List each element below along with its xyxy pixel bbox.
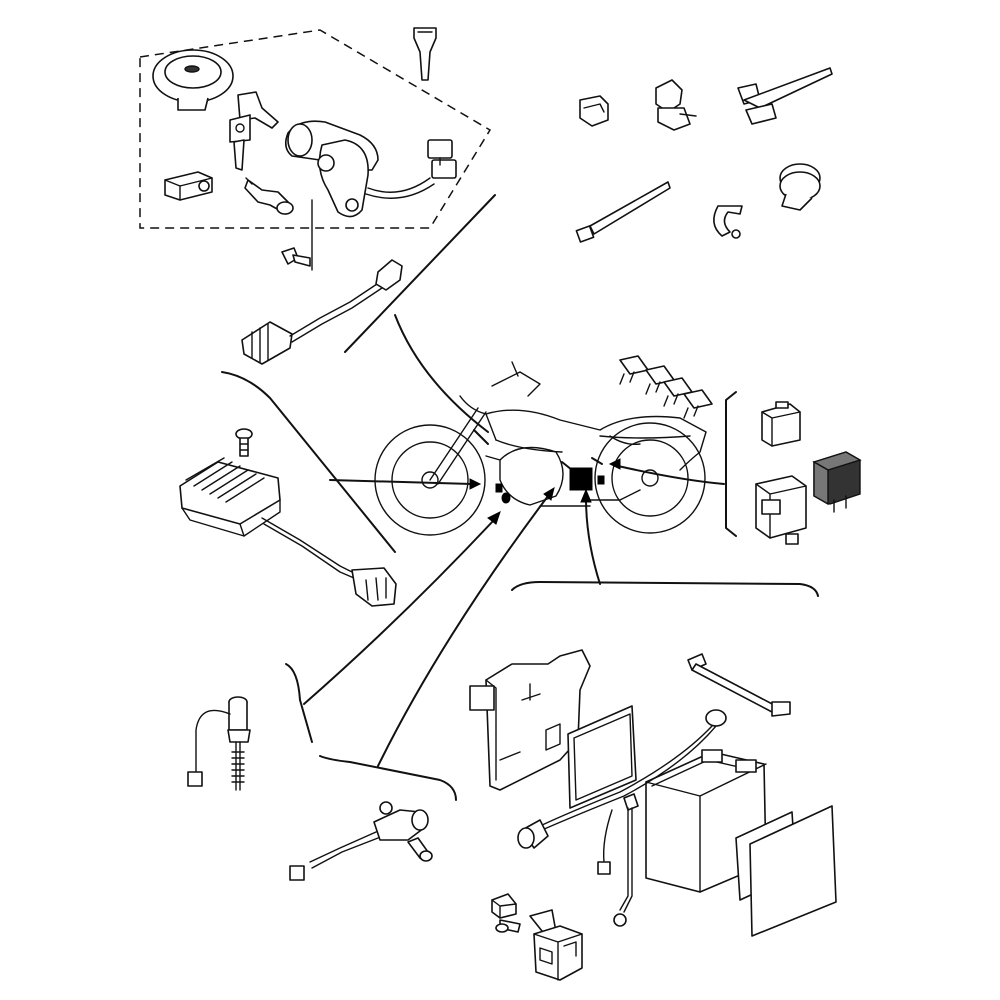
motorcycle-outline xyxy=(374,361,707,536)
cable-tie xyxy=(575,181,671,243)
fuel-cap-lock xyxy=(152,49,234,111)
front-wheel xyxy=(374,424,486,536)
bracket-neutral xyxy=(319,755,457,801)
sidestand-switch xyxy=(187,696,251,791)
regulator-bolt xyxy=(235,428,253,457)
arrowhead-regulator xyxy=(469,478,482,490)
leader-line-sidestand xyxy=(303,519,495,705)
arrowhead-relays xyxy=(608,458,621,470)
relay-flasher xyxy=(755,475,807,545)
ignition-switch-group xyxy=(139,29,492,229)
ignition-group-boundary xyxy=(139,29,492,229)
hose-clip xyxy=(713,205,743,239)
leader-line-ignition xyxy=(344,194,496,353)
bracket-line-regulator xyxy=(221,371,396,553)
handlebar-switch-harness xyxy=(241,259,403,365)
battery-strap xyxy=(687,653,791,717)
cable-tie-band xyxy=(737,67,833,125)
arrowhead-neutral xyxy=(543,486,555,501)
battery-pad-3 xyxy=(749,805,837,937)
leader-line-relays xyxy=(617,465,725,485)
positive-cable xyxy=(517,709,727,849)
arrowhead-sidestand xyxy=(487,511,501,525)
relay-dark xyxy=(812,451,862,513)
ignition-switch xyxy=(284,120,457,218)
relay-small xyxy=(761,401,801,447)
leader-line-ignition-bike xyxy=(394,314,489,433)
bracket-relays xyxy=(725,391,737,537)
bracket-sidestand xyxy=(285,663,313,743)
leader-line-neutral xyxy=(377,495,549,767)
plunger xyxy=(244,177,294,215)
spare-key xyxy=(413,27,437,81)
mounting-screw xyxy=(281,199,313,271)
starter-relay xyxy=(491,893,583,981)
leader-line-regulator xyxy=(329,479,473,485)
negative-cable xyxy=(597,793,639,927)
battery-box xyxy=(469,649,591,791)
battery-location-marker xyxy=(569,467,593,491)
wire-clip-2 xyxy=(655,79,697,131)
lock-cylinder xyxy=(164,171,213,201)
neutral-switch xyxy=(289,801,433,881)
battery-pad-1 xyxy=(567,705,637,809)
band-clamp xyxy=(779,163,821,211)
rear-wheel xyxy=(594,422,706,534)
rectifier-regulator xyxy=(179,428,397,607)
fuses xyxy=(619,355,713,419)
wire-clip-1 xyxy=(579,95,609,127)
bracket-battery xyxy=(511,581,819,597)
arrowhead-battery xyxy=(580,488,592,503)
leader-line-battery xyxy=(585,497,601,585)
clamps-group xyxy=(575,67,833,243)
key xyxy=(229,91,279,171)
